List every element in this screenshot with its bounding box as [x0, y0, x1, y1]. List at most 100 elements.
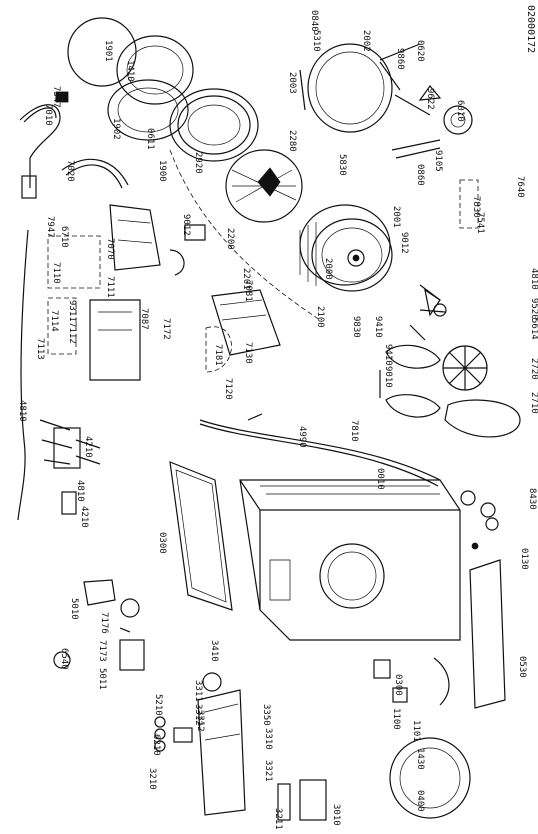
part-number-label: 3410 — [209, 640, 219, 662]
part-number-label: 9010 — [383, 366, 393, 388]
filter-box-group — [211, 289, 281, 356]
part-number-label: 7130 — [243, 342, 253, 364]
tub-front-group — [225, 149, 303, 223]
part-number-label: 9860 — [395, 48, 405, 70]
upper-hose-group — [199, 413, 441, 487]
part-number-label: 3211 — [273, 808, 283, 830]
cabinet-group — [239, 479, 461, 641]
part-number-label: 5830 — [337, 154, 347, 176]
part-number-label: 1901 — [103, 40, 113, 62]
counterweight-group — [379, 344, 441, 418]
part-number-label: 9410 — [373, 316, 383, 338]
part-number-label: 3350 — [261, 704, 271, 726]
part-number-label: 2000 — [323, 258, 333, 280]
pump-group — [53, 579, 145, 671]
part-number-label: 1100 — [391, 708, 401, 730]
group-outline-e — [205, 326, 232, 373]
part-number-label: 9830 — [351, 316, 361, 338]
part-number-label: 6710 — [59, 226, 69, 248]
part-number-label: 7830 — [471, 196, 481, 218]
part-number-label: 0010 — [375, 468, 385, 490]
part-number-label: 5011 — [97, 668, 107, 690]
part-number-label: 0840 — [309, 10, 319, 32]
group-outline-a — [169, 149, 321, 321]
part-number-label: 2720 — [529, 358, 538, 380]
part-number-label: 0530 — [517, 656, 527, 678]
part-number-label: 0300 — [157, 532, 167, 554]
valve-group — [460, 490, 499, 550]
inlet-hose-group — [19, 91, 129, 199]
part-number-label: 7810 — [349, 420, 359, 442]
part-number-label: 5010 — [69, 598, 79, 620]
part-number-label: 2002 — [361, 30, 371, 52]
drum-group — [299, 204, 393, 292]
part-number-label: 0611 — [145, 128, 155, 150]
part-number-label: 0130 — [519, 548, 529, 570]
part-number-label: 2001 — [391, 206, 401, 228]
part-number-label: 2200 — [225, 228, 235, 250]
part-number-label: 6210 — [151, 734, 161, 756]
part-number-label: 0860 — [415, 164, 425, 186]
part-number-label: 0400 — [415, 790, 425, 812]
part-number-label: 4810 — [75, 480, 85, 502]
part-number-label: 7173 — [97, 640, 107, 662]
part-number-label: 4210 — [83, 436, 93, 458]
part-number-label: 1101 — [411, 720, 421, 742]
part-number-label: 1430 — [415, 748, 425, 770]
part-number-label: 7541 — [475, 212, 485, 234]
part-number-label: 3321 — [263, 760, 273, 782]
part-number-label: 7081 — [243, 280, 253, 302]
part-number-label: 1902 — [111, 118, 121, 140]
part-number-label: 2003 — [287, 72, 297, 94]
part-number-label: 4210 — [79, 506, 89, 528]
part-number-label: 2201 — [241, 268, 251, 290]
part-number-label: 5310 — [311, 30, 321, 52]
part-number-label: 7947 — [45, 216, 55, 238]
part-number-label: 2280 — [287, 130, 297, 152]
part-number-label: 2710 — [529, 392, 538, 414]
part-number-label: 3311 — [193, 680, 203, 702]
part-number-label: 3312 — [195, 710, 205, 732]
part-number-label: 1410 — [125, 60, 135, 82]
part-number-label: 5614 — [529, 318, 538, 340]
part-number-label: 9012 — [181, 214, 191, 236]
dispenser-group — [89, 204, 206, 381]
door-group — [373, 657, 471, 819]
part-number-label: 9311 — [67, 300, 77, 322]
front-panel-group — [469, 559, 506, 709]
part-number-label: 7113 — [35, 338, 45, 360]
part-number-label: 7112 — [67, 322, 77, 344]
part-number-label: 1900 — [157, 160, 167, 182]
document-id: 02000172 — [525, 5, 536, 53]
part-number-label: 3010 — [331, 804, 341, 826]
part-number-label: 7010 — [43, 104, 53, 126]
part-number-label: 4810 — [17, 400, 27, 422]
part-number-label: 7176 — [99, 612, 109, 634]
group-outline-c — [47, 297, 77, 355]
motor-pulley-group — [391, 85, 473, 159]
part-number-label: 7111 — [105, 276, 115, 298]
part-number-label: 7640 — [515, 176, 525, 198]
part-number-label: 7087 — [139, 308, 149, 330]
door-seal-group — [67, 17, 259, 162]
part-number-label: 3312 — [193, 704, 203, 726]
control-panel-group — [154, 672, 327, 821]
belt-pulley-group — [424, 288, 521, 438]
part-number-label: 9622 — [425, 88, 435, 110]
wiring-harness-group — [17, 229, 101, 521]
part-number-label: 6010 — [455, 100, 465, 122]
part-number-label: 7114 — [49, 310, 59, 332]
part-number-label: 4990 — [297, 426, 307, 448]
group-outline-b — [47, 235, 101, 289]
part-number-label: 2920 — [193, 152, 203, 174]
part-number-label: 7172 — [161, 318, 171, 340]
part-number-label: 7020 — [65, 160, 75, 182]
part-number-label: 9520 — [529, 298, 538, 320]
part-number-label: 8430 — [527, 488, 537, 510]
part-number-label: 9410 — [383, 344, 393, 366]
part-number-label: 7070 — [105, 238, 115, 260]
part-number-label: 7181 — [213, 344, 223, 366]
part-number-label: 3310 — [263, 728, 273, 750]
